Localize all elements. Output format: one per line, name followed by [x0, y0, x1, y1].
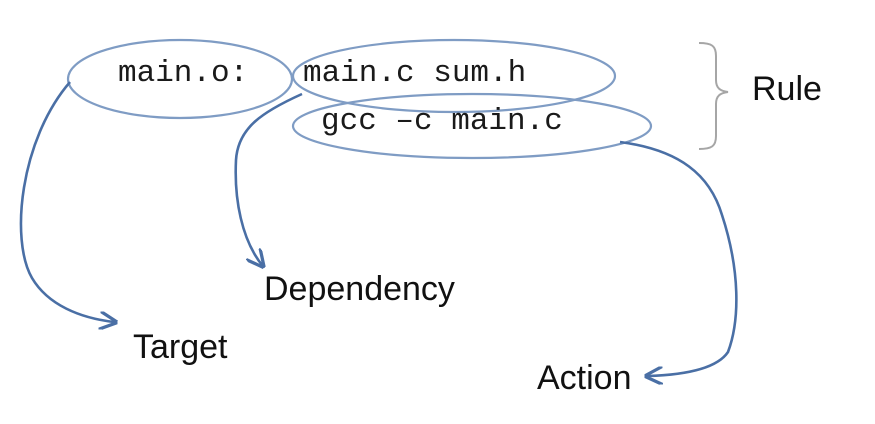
rule-brace	[698, 42, 729, 150]
action-label: Action	[537, 359, 632, 397]
action-arrow	[619, 140, 738, 376]
dependency-ellipse	[291, 38, 617, 114]
target-arrow	[19, 81, 114, 322]
target-ellipse	[66, 38, 294, 120]
dependency-arrow	[234, 92, 303, 265]
target-text: main.o:	[118, 56, 249, 91]
target-label: Target	[133, 328, 228, 366]
dependency-label: Dependency	[264, 270, 455, 308]
dependency-text: main.c sum.h	[303, 56, 527, 91]
command-ellipse	[291, 92, 653, 160]
command-text: gcc –c main.c	[321, 104, 563, 139]
rule-label: Rule	[752, 70, 822, 108]
